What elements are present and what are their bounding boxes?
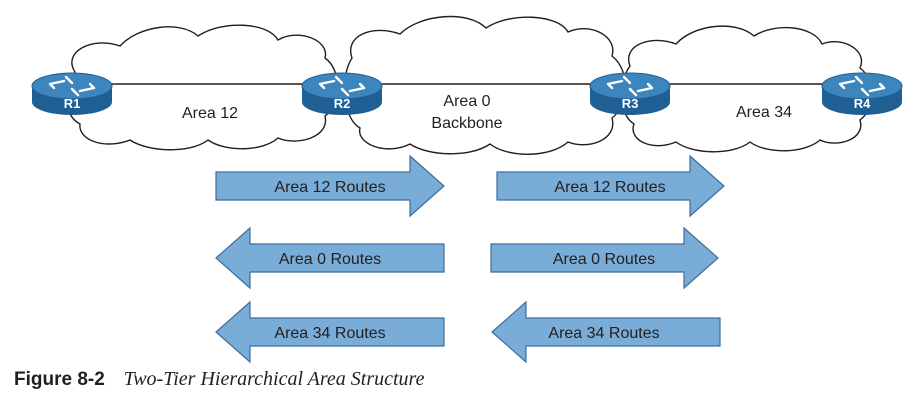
cloud-area-12 [65,24,339,151]
area-0-sublabel: Backbone [431,115,502,132]
arrow-right-area34: Area 34 Routes [491,300,721,364]
cloud-area-34 [620,25,873,153]
arrow-left-area34-label: Area 34 Routes [274,325,385,342]
arrow-right-area0: Area 0 Routes [490,226,719,290]
figure-caption: Figure 8-2 Two-Tier Hierarchical Area St… [14,368,424,391]
arrow-left-area12-label: Area 12 Routes [274,179,385,196]
router-r3: R3 [589,72,671,115]
router-r4-label: R4 [854,96,871,111]
router-r1: R1 [31,72,113,115]
router-r4: R4 [821,72,903,115]
area-12-label: Area 12 [182,105,238,122]
area-0-label: Area 0 [443,93,490,110]
router-r2: R2 [301,72,383,115]
arrow-left-area0-label: Area 0 Routes [279,251,381,268]
router-r3-label: R3 [622,96,639,111]
router-r2-label: R2 [334,96,351,111]
arrow-left-area34: Area 34 Routes [215,300,445,364]
router-r1-label: R1 [64,96,81,111]
area-34-label: Area 34 [736,104,792,121]
arrow-left-area0: Area 0 Routes [215,226,445,290]
cloud-area-0 [343,15,627,155]
arrow-right-area12: Area 12 Routes [496,154,725,218]
figure-number: Figure 8-2 [14,369,105,390]
arrow-right-area0-label: Area 0 Routes [553,251,655,268]
arrow-right-area34-label: Area 34 Routes [548,325,659,342]
arrow-right-area12-label: Area 12 Routes [554,179,665,196]
arrow-left-area12: Area 12 Routes [215,154,445,218]
figure-title: Two-Tier Hierarchical Area Structure [123,368,425,390]
